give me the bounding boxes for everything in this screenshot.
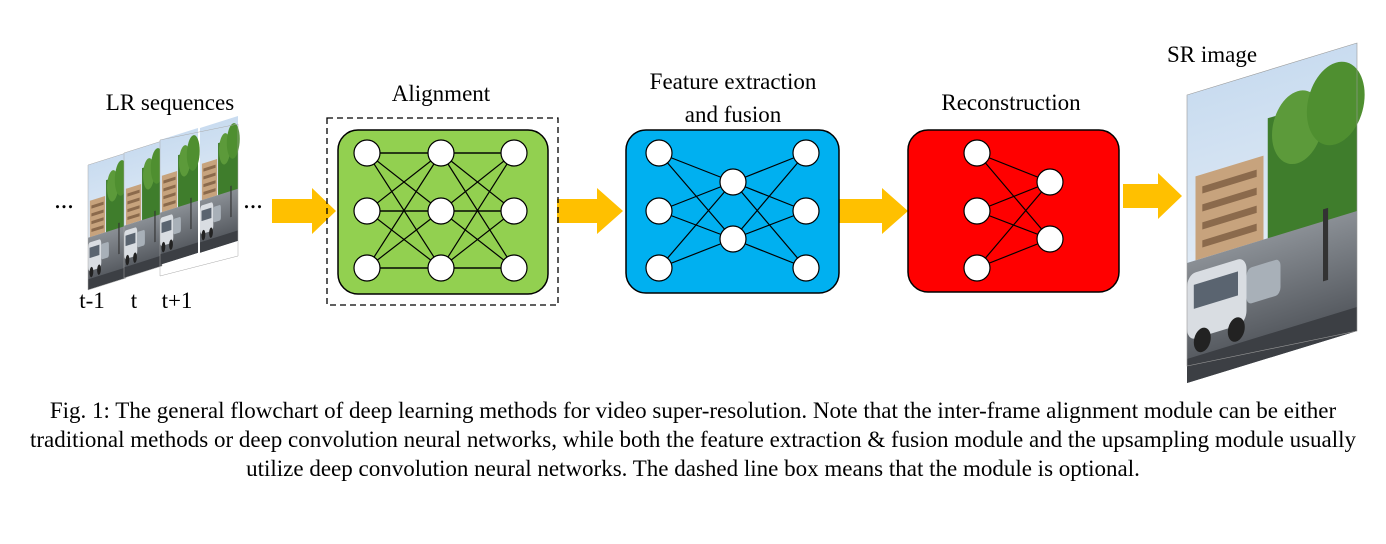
lr-frame-stack (87, 115, 240, 291)
network-node (645, 254, 673, 282)
network-node (792, 254, 820, 282)
frame-label-t-minus-1: t-1 (79, 288, 105, 313)
feature-network (645, 139, 820, 282)
sr-image-title: SR image (1167, 42, 1257, 67)
alignment-network (353, 139, 528, 282)
network-node (500, 197, 528, 225)
reconstruction-title: Reconstruction (941, 90, 1081, 115)
network-node (427, 139, 455, 167)
network-node (500, 254, 528, 282)
network-node (963, 197, 991, 225)
network-edge (366, 210, 442, 269)
feature-title-line1: Feature extraction (650, 69, 817, 94)
network-edge (658, 181, 734, 269)
lr-frame (123, 140, 164, 279)
feature-title-line2: and fusion (685, 102, 782, 127)
alignment-title: Alignment (392, 81, 491, 106)
reconstruction-network (963, 139, 1064, 282)
network-node (500, 139, 528, 167)
network-node (963, 139, 991, 167)
network-edge (366, 152, 442, 212)
network-node (963, 254, 991, 282)
network-node (353, 139, 381, 167)
network-node (427, 254, 455, 282)
network-node (1036, 225, 1064, 253)
network-node (719, 168, 747, 196)
arrow-to-sr-image (1123, 173, 1182, 219)
network-node (792, 197, 820, 225)
network-node (427, 197, 455, 225)
network-node (645, 139, 673, 167)
network-node (719, 225, 747, 253)
network-edge (732, 152, 807, 240)
lr-left-ellipsis: ... (54, 185, 74, 214)
frame-label-t-plus-1: t+1 (162, 288, 193, 313)
network-edge (440, 210, 515, 269)
network-edge (976, 181, 1051, 269)
network-node (792, 139, 820, 167)
lr-sequences-title: LR sequences (106, 90, 234, 115)
reconstruction-module (907, 129, 1120, 293)
feature-extraction-module (625, 129, 840, 294)
network-node (645, 197, 673, 225)
sr-image (1186, 40, 1365, 383)
network-node (353, 197, 381, 225)
flow-arrows (272, 173, 1182, 234)
network-edge (440, 152, 515, 212)
frame-label-t: t (131, 288, 138, 313)
network-node (1036, 168, 1064, 196)
flowchart-diagram: LR sequences ... ... t-1 t t+1 Alignment… (54, 40, 1365, 383)
arrow-to-alignment (272, 188, 336, 234)
optional-dashed-box (326, 117, 559, 306)
arrow-to-reconstruction (839, 188, 908, 234)
lr-frame (87, 152, 128, 291)
network-node (353, 254, 381, 282)
arrow-to-feature-extraction (557, 188, 623, 234)
figure-caption: Fig. 1: The general flowchart of deep le… (29, 398, 1357, 481)
lr-right-ellipsis: ... (243, 185, 263, 214)
lr-frame (159, 115, 240, 277)
